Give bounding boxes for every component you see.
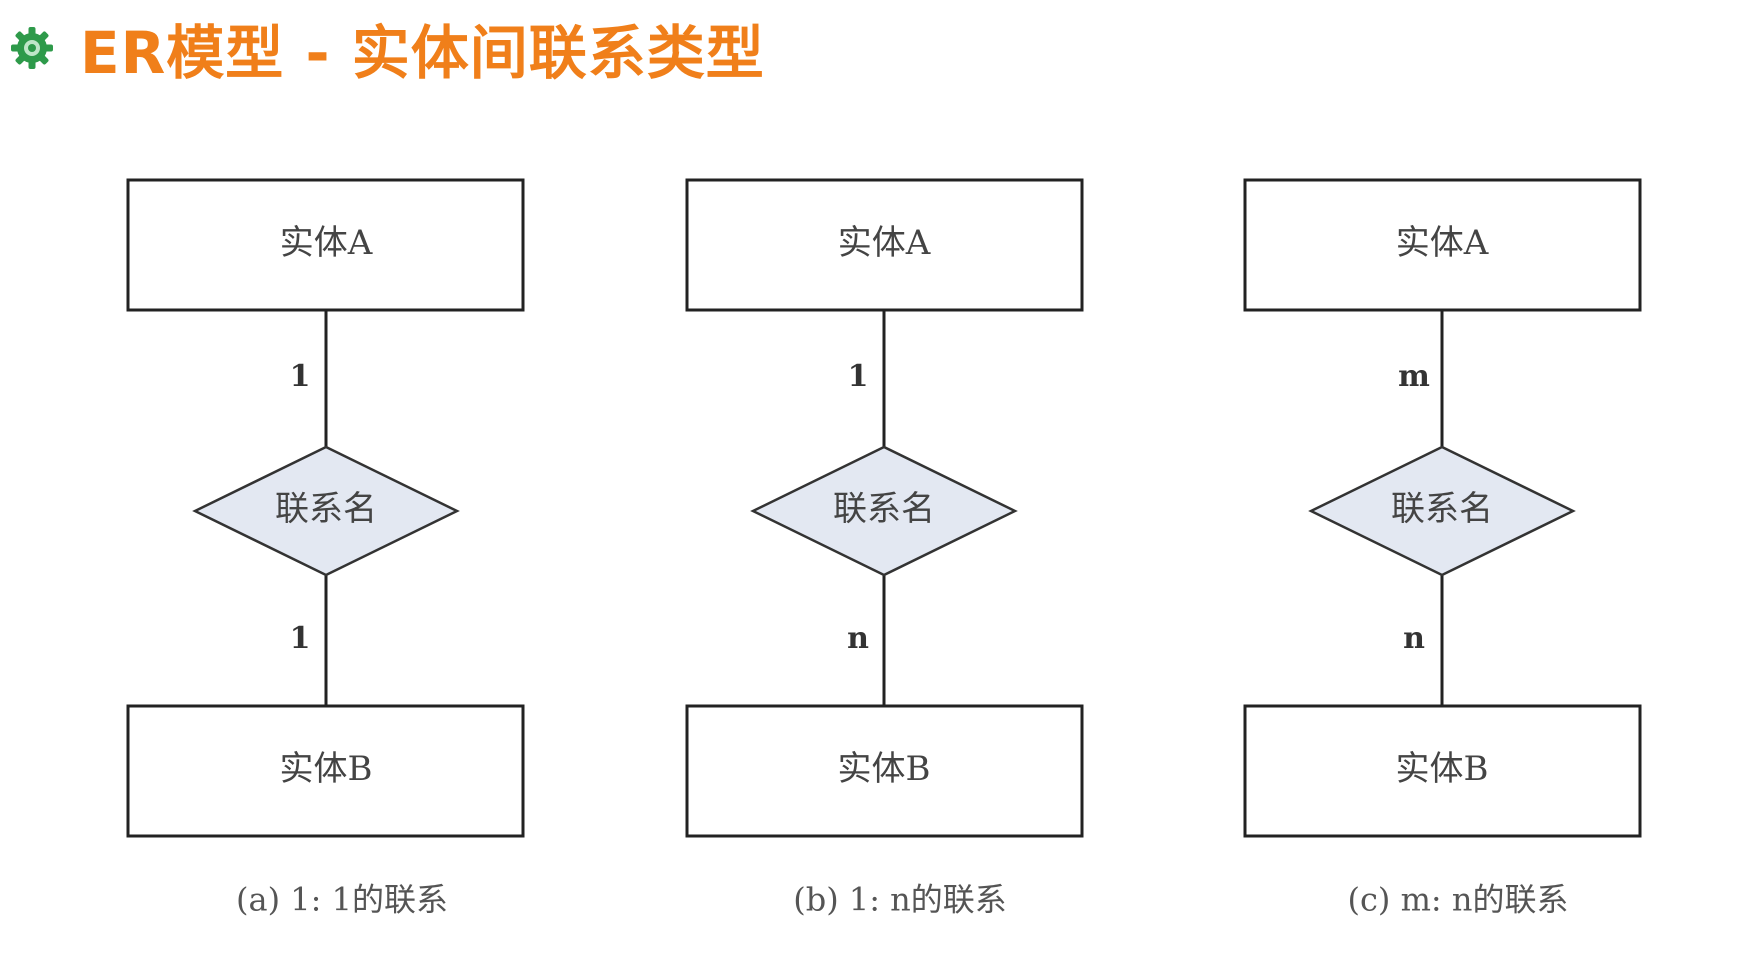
relationship-label: 联系名 [833, 489, 935, 529]
cardinality-bottom: n [1403, 621, 1425, 656]
relationship-diamond [192, 445, 460, 577]
diagram-one-to-one: 实体A 联系名 实体B 1 1 (a) 1: 1的联系 [126, 178, 525, 919]
entity-b-box [685, 704, 1084, 838]
page-title: ER模型 - 实体间联系类型 [80, 19, 765, 87]
diagram-caption: (b) 1: n的联系 [793, 881, 1007, 919]
relationship-diamond [750, 445, 1018, 577]
entity-b-label: 实体B [280, 749, 373, 789]
cardinality-top: 1 [290, 359, 311, 394]
diagram-caption: (a) 1: 1的联系 [236, 881, 448, 919]
entity-a-label: 实体A [838, 223, 931, 263]
entity-a-box [685, 178, 1084, 312]
entity-b-label: 实体B [1396, 749, 1489, 789]
cardinality-top: 1 [848, 359, 869, 394]
gear-flower-icon [11, 27, 53, 69]
diagram-one-to-many: 实体A 联系名 实体B 1 n (b) 1: n的联系 [685, 178, 1084, 919]
entity-a-box [1243, 178, 1642, 312]
cardinality-bottom: n [847, 621, 869, 656]
relationship-label: 联系名 [275, 489, 377, 529]
diagram-many-to-many: 实体A 联系名 实体B m n (c) m: n的联系 [1243, 178, 1642, 919]
entity-b-box [1243, 704, 1642, 838]
relationship-diamond [1308, 445, 1576, 577]
entity-a-label: 实体A [280, 223, 373, 263]
entity-a-box [126, 178, 525, 312]
cardinality-top: m [1398, 359, 1430, 394]
entity-b-label: 实体B [838, 749, 931, 789]
entity-b-box [126, 704, 525, 838]
cardinality-bottom: 1 [290, 621, 311, 656]
title-bar: ER模型 - 实体间联系类型 [10, 8, 765, 88]
entity-a-label: 实体A [1396, 223, 1489, 263]
diagram-caption: (c) m: n的联系 [1348, 881, 1569, 919]
relationship-label: 联系名 [1391, 489, 1493, 529]
